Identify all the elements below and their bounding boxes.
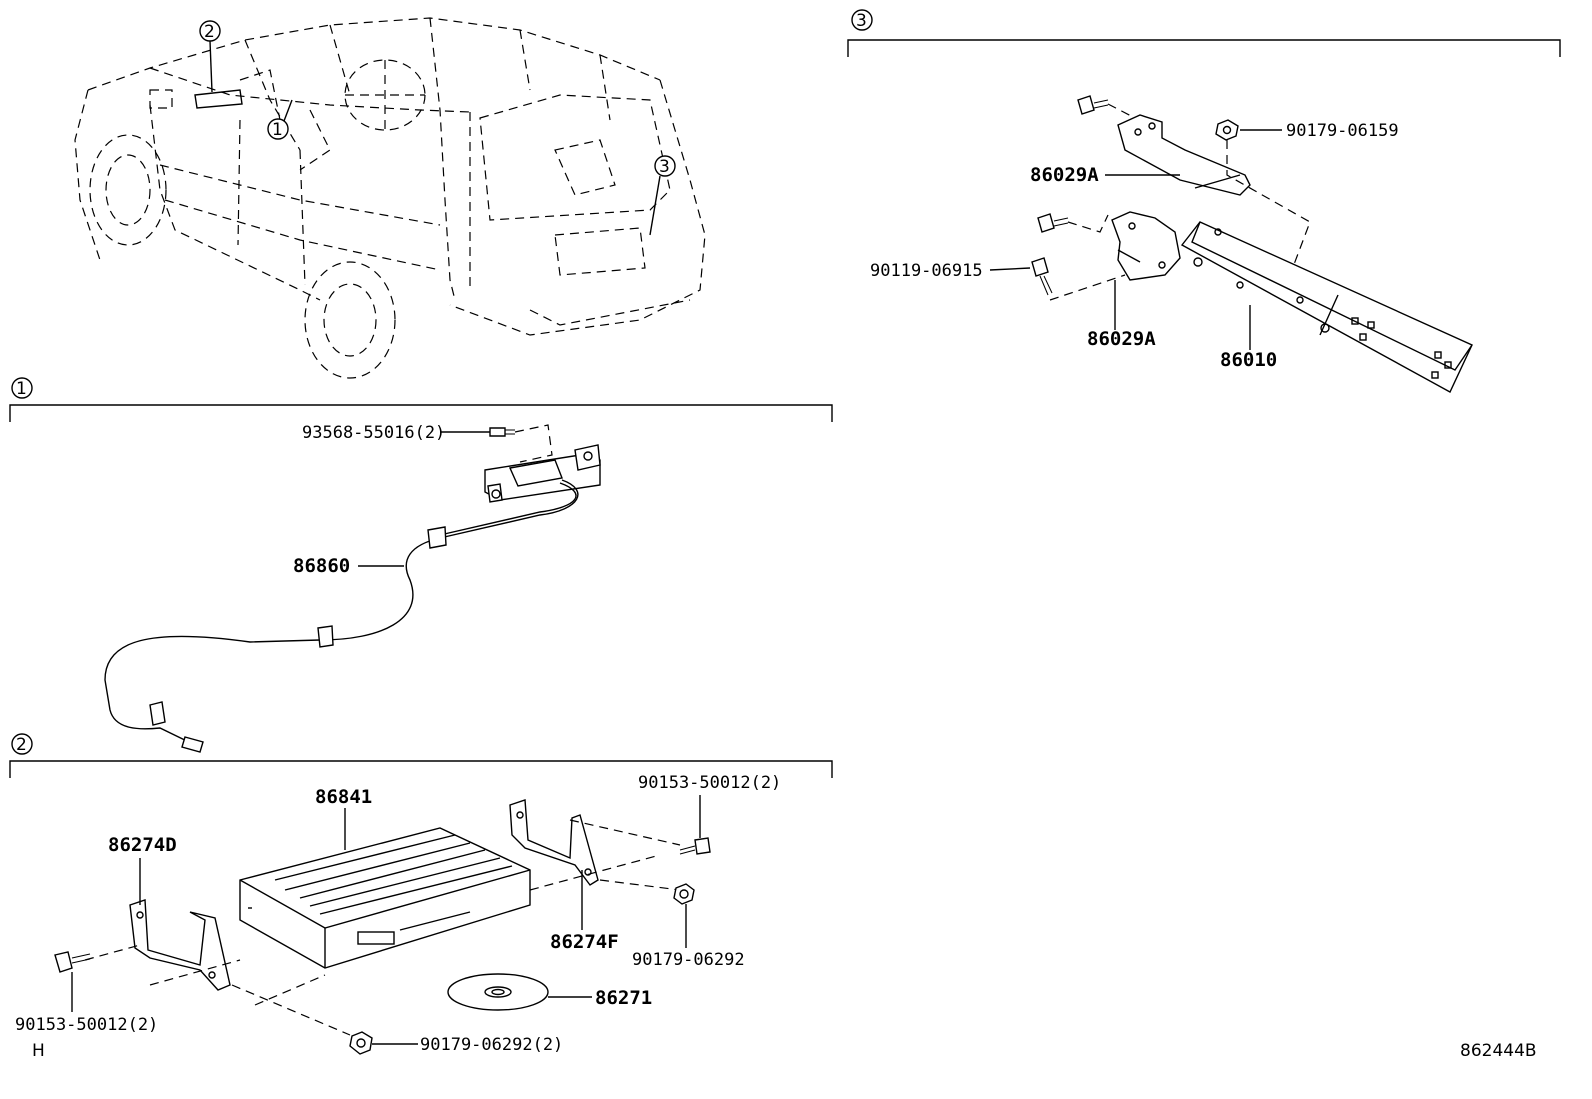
svg-text:2: 2	[204, 22, 215, 42]
part-86029A-top: 86029A	[1030, 164, 1099, 186]
computer-86010	[1180, 221, 1473, 393]
part-90119-06915: 90119-06915	[870, 261, 983, 281]
svg-text:1: 1	[272, 120, 283, 140]
part-90179-06159: 90179-06159	[1286, 121, 1399, 141]
part-93568-55016: 93568-55016(2)	[302, 423, 445, 443]
section-1: 1 93568-55016(2) 86860	[9, 377, 833, 753]
part-86274F: 86274F	[550, 931, 619, 953]
part-86841: 86841	[315, 786, 372, 808]
cable-clamps	[149, 526, 447, 753]
nut-90179-06159	[1215, 119, 1239, 141]
part-86010: 86010	[1220, 349, 1277, 371]
part-90153-50012-left: 90153-50012(2)	[15, 1015, 158, 1035]
callout-3-vehicle: 3	[649, 155, 676, 236]
svg-text:2: 2	[16, 735, 27, 755]
antenna-module	[484, 444, 601, 503]
callout-2-vehicle: 2	[199, 20, 221, 93]
diagram-id: 862444B	[1460, 1041, 1537, 1061]
part-90179-06292-right: 90179-06292	[632, 950, 745, 970]
vehicle-illustration	[74, 17, 706, 379]
corner-mark: H	[32, 1041, 45, 1061]
bracket-86274D	[129, 899, 231, 991]
nut-90179-right	[673, 883, 695, 905]
section-3: 3 86029A 90179-06159	[847, 9, 1561, 393]
cable-86860	[104, 479, 579, 746]
callout-1-vehicle: 1	[267, 99, 293, 140]
bolt-top-section3	[1077, 95, 1109, 115]
part-90179-06292-bottom: 90179-06292(2)	[420, 1035, 563, 1055]
nut-90179-bottom	[349, 1031, 373, 1055]
navigation-unit-86841	[239, 827, 531, 969]
svg-text:3: 3	[856, 11, 867, 31]
leader-90119-06915	[989, 267, 1031, 271]
part-86860: 86860	[293, 555, 350, 577]
bolt-90119-06915	[1031, 257, 1053, 296]
bolt-90153-left	[54, 951, 91, 973]
bracket-86029A-bottom	[1111, 211, 1181, 281]
bracket-86029A-top	[1117, 114, 1251, 196]
part-86029A-bottom: 86029A	[1087, 328, 1156, 350]
bolt-90153-right	[679, 837, 711, 855]
part-90153-50012-right: 90153-50012(2)	[638, 773, 781, 793]
svg-text:3: 3	[659, 157, 670, 177]
disc-86271	[447, 973, 549, 1011]
bolt-middle-section3	[1037, 213, 1069, 233]
screw-93568	[489, 427, 515, 437]
section-2: 2 86841 86274D	[9, 733, 833, 1055]
part-86271: 86271	[595, 987, 652, 1009]
part-86274D: 86274D	[108, 834, 177, 856]
svg-text:1: 1	[16, 379, 27, 399]
